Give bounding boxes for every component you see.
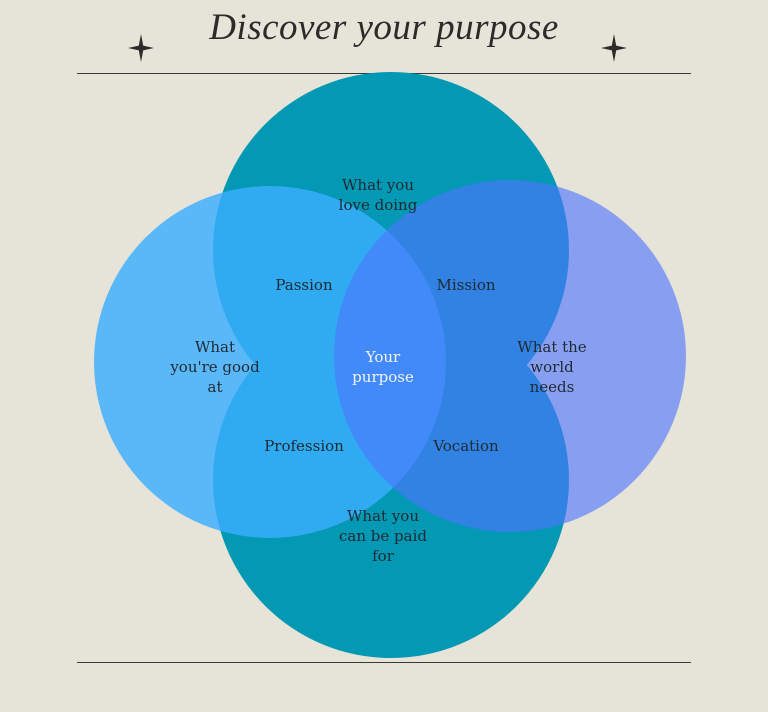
label-vocation: Vocation: [433, 437, 499, 455]
circle-right: [334, 180, 686, 532]
label-profession: Profession: [264, 437, 344, 455]
bottom-divider: [77, 662, 691, 663]
page-title: Discover your purpose: [209, 7, 559, 48]
label-what-you-love-doing: What you love doing: [338, 176, 418, 214]
sparkle-icon: [128, 34, 154, 62]
sparkle-icon: [601, 34, 627, 62]
label-what-youre-good-at: What you're good at: [170, 338, 260, 396]
label-your-purpose: Your purpose: [352, 348, 414, 386]
label-passion: Passion: [275, 276, 333, 294]
label-what-the-world-needs: What the world needs: [517, 338, 587, 396]
label-what-you-can-be-paid-for: What you can be paid for: [339, 507, 427, 565]
label-mission: Mission: [436, 276, 496, 294]
